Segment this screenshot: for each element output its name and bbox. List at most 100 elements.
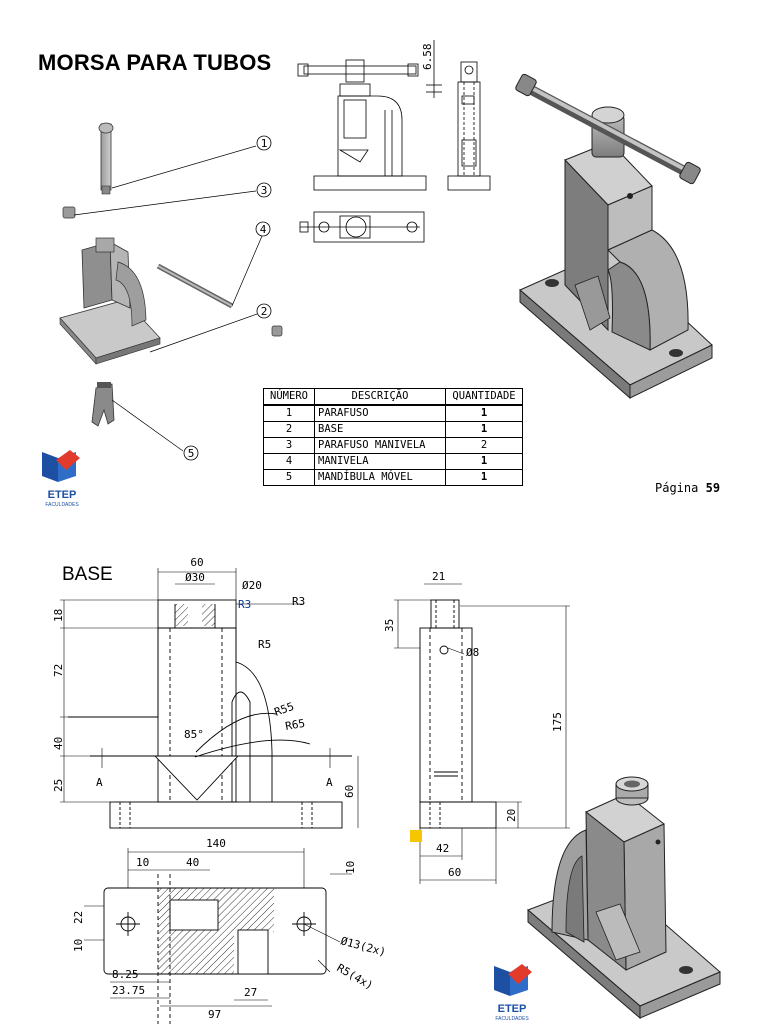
cell-qty: 2 — [445, 437, 523, 454]
cell-qty: 1 — [445, 453, 523, 470]
dim-r55: R55 — [273, 700, 296, 719]
dim-side-60: 60 — [448, 866, 461, 879]
dim-side-42: 42 — [436, 842, 449, 855]
dim-r3-a: R3 — [238, 598, 251, 611]
dim-diameter-13: Ø13(2x) — [339, 934, 387, 959]
header-descricao: DESCRIÇÃO — [314, 388, 446, 406]
base-front-dimension-lines — [60, 568, 359, 828]
logo-text: ETEP — [498, 1003, 527, 1015]
dim-40: 40 — [52, 737, 65, 750]
section-label-a-right: A — [326, 776, 333, 789]
part-screw-illustration — [98, 122, 114, 195]
logo-text: ETEP — [48, 489, 77, 501]
page-number: Página 59 — [655, 481, 720, 495]
logo-subtext: FACULDADES — [45, 502, 79, 508]
dim-60: 60 — [190, 556, 203, 569]
cell-desc: MANIVELA — [314, 453, 446, 470]
cell-num: 5 — [263, 469, 315, 486]
part-small-screw-illustration — [271, 325, 283, 337]
base-drawing-page: BASE — [0, 512, 768, 1024]
dim-angle-85: 85° — [184, 728, 204, 741]
base-top-dimension-lines — [84, 848, 352, 1007]
dim-r5: R5 — [258, 638, 271, 651]
cell-qty: 1 — [445, 421, 523, 438]
dim-60-vertical: 60 — [343, 785, 356, 798]
dim-diameter-30: Ø30 — [185, 571, 205, 584]
callout-4: 4 — [260, 223, 267, 236]
base-top-view — [103, 874, 327, 1024]
cell-desc: PARAFUSO MANIVELA — [314, 437, 446, 454]
base-side-dimension-lines — [394, 583, 570, 884]
part-jaw-illustration — [91, 382, 115, 427]
side-view — [447, 61, 491, 191]
callout-leaders — [73, 145, 263, 452]
table-row: 1 PARAFUSO 1 — [263, 404, 523, 422]
dim-10-b: 10 — [344, 861, 357, 874]
base-side-view — [419, 599, 497, 829]
isometric-assembly — [515, 73, 713, 400]
callout-balloons: 1 3 4 2 5 — [183, 135, 272, 461]
dim-r5-4x: R5(4x) — [335, 961, 376, 992]
dim-r3-b: R3 — [292, 595, 305, 608]
dim-side-35: 35 — [383, 619, 396, 632]
table-row: 2 BASE 1 — [263, 421, 523, 438]
page-label: Página — [655, 481, 699, 495]
base-side-dimensions: 21 35 Ø8 175 20 42 60 — [383, 570, 564, 879]
part-title: BASE — [62, 564, 113, 585]
assembly-drawings: 1 3 4 2 5 6.58 — [42, 40, 713, 508]
dim-side-20: 20 — [505, 809, 518, 822]
page-number-value: 59 — [705, 481, 721, 495]
cell-num: 3 — [263, 437, 315, 454]
dim-6-58: 6.58 — [421, 44, 434, 71]
cell-desc: PARAFUSO — [314, 404, 446, 422]
table-header-row: NÚMERO DESCRIÇÃO QUANTIDADE — [263, 388, 523, 406]
cell-num: 1 — [263, 404, 315, 422]
cell-qty: 1 — [445, 404, 523, 422]
dim-97: 97 — [208, 1008, 221, 1021]
dim-18: 18 — [52, 609, 65, 622]
base-front-dimensions: 60 Ø30 Ø20 R3 R3 18 72 R5 R55 R65 85° 40… — [52, 556, 356, 798]
part-handle-illustration — [156, 263, 234, 309]
callout-2: 2 — [261, 305, 268, 318]
page-59: MORSA PARA TUBOS — [38, 40, 720, 508]
dim-10-a: 10 — [136, 856, 149, 869]
section-label-a-left: A — [96, 776, 103, 789]
dim-r65: R65 — [284, 717, 306, 733]
cell-num: 2 — [263, 421, 315, 438]
part-crank-screw-illustration — [62, 206, 76, 219]
bill-of-materials-table: NÚMERO DESCRIÇÃO QUANTIDADE 1 PARAFUSO 1… — [263, 388, 523, 486]
base-front-view — [68, 599, 352, 829]
callout-5: 5 — [188, 447, 195, 460]
dim-diameter-20: Ø20 — [242, 579, 262, 592]
dim-8-25: 8.25 — [112, 968, 139, 981]
etep-logo-2: ETEP FACULDADES — [494, 964, 532, 1022]
table-row: 3 PARAFUSO MANIVELA 2 — [263, 437, 523, 454]
logo-subtext: FACULDADES — [495, 1016, 529, 1022]
cell-qty: 1 — [445, 469, 523, 486]
table-row: 4 MANIVELA 1 — [263, 453, 523, 470]
dim-23-75: 23.75 — [112, 984, 145, 997]
highlight-marker — [410, 830, 422, 842]
header-numero: NÚMERO — [263, 388, 315, 406]
cell-desc: MANDÍBULA MÓVEL — [314, 469, 446, 486]
dim-side-diameter-8: Ø8 — [466, 646, 479, 659]
dim-140: 140 — [206, 837, 226, 850]
dim-22: 22 — [72, 911, 85, 924]
etep-logo: ETEP FACULDADES — [42, 450, 80, 508]
dim-40-b: 40 — [186, 856, 199, 869]
dim-27: 27 — [244, 986, 257, 999]
part-base-illustration — [59, 237, 161, 365]
dim-10-c: 10 — [72, 939, 85, 952]
cell-num: 4 — [263, 453, 315, 470]
dim-side-175: 175 — [551, 712, 564, 732]
dim-side-21: 21 — [432, 570, 445, 583]
callout-1: 1 — [261, 137, 268, 150]
base-isometric-view — [527, 776, 721, 1020]
table-row: 5 MANDÍBULA MÓVEL 1 — [263, 469, 523, 486]
base-technical-drawing: 60 Ø30 Ø20 R3 R3 18 72 R5 R55 R65 85° 40… — [52, 556, 721, 1024]
cell-desc: BASE — [314, 421, 446, 438]
dim-72: 72 — [52, 664, 65, 677]
front-view — [297, 40, 442, 191]
page-title: MORSA PARA TUBOS — [38, 50, 272, 75]
callout-3: 3 — [261, 184, 268, 197]
